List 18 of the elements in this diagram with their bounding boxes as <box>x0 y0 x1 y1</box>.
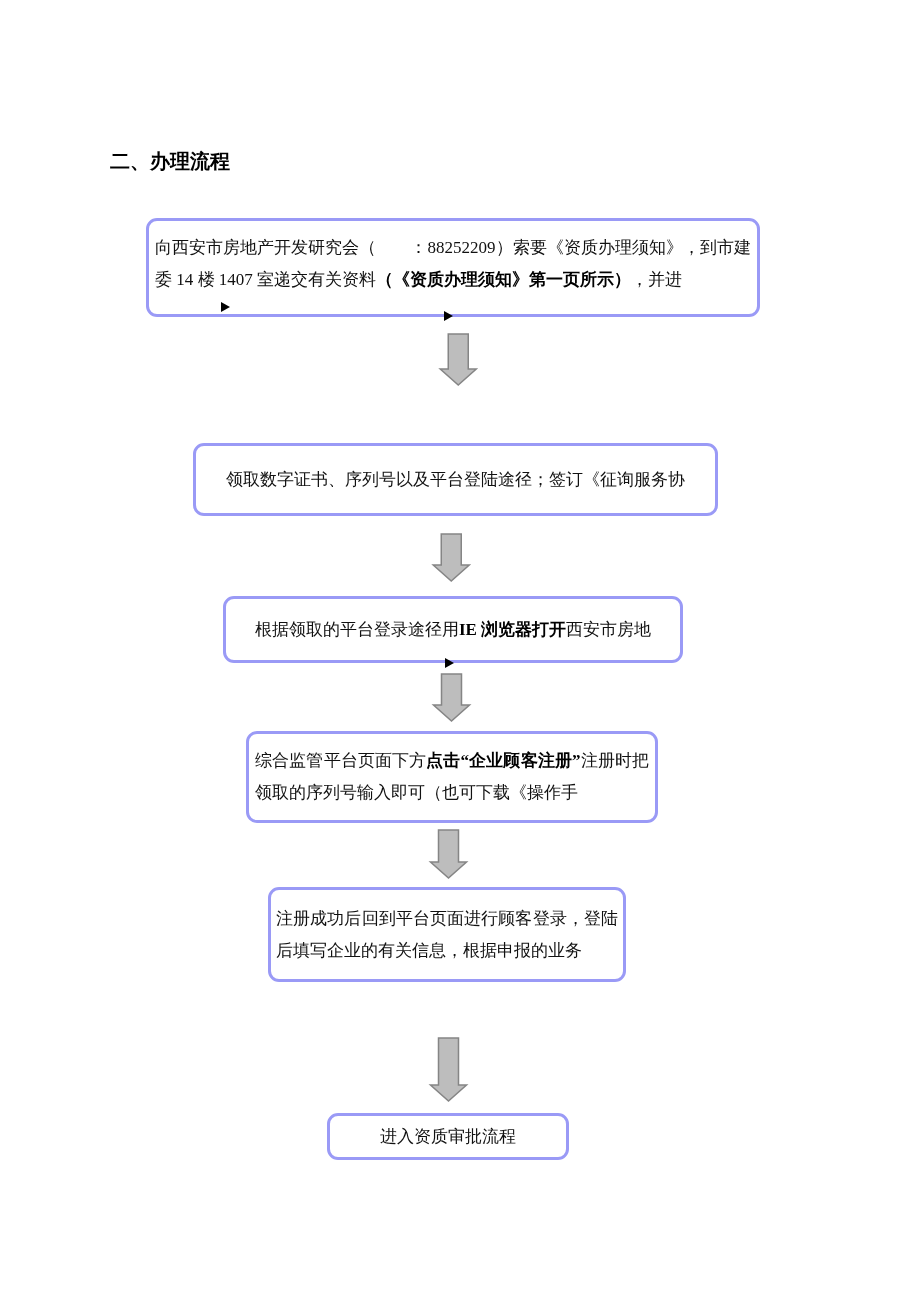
step-text: 根据领取的平台登录途径用IE 浏览器打开西安市房地 <box>253 618 653 641</box>
process-box <box>223 596 683 663</box>
step-text: 向西安市房地产开发研究会（ ：88252209）索要《资质办理须知》，到市建委 14 楼 1407 室递交有关资料（《资质办理须知》第一页所示），并进 <box>155 237 751 291</box>
block-arrow <box>431 673 472 722</box>
step-text: 综合监管平台页面下方点击“企业顾客注册”注册时把领取的序列号输入即可（也可下载《操作手 <box>255 750 649 804</box>
step-text: 进入资质审批流程 <box>379 1125 517 1148</box>
process-box <box>327 1113 569 1160</box>
step-text: 注册成功后回到平台页面进行顾客登录，登陆后填写企业的有关信息，根据申报的业务 <box>276 907 618 962</box>
block-arrow <box>431 533 472 582</box>
process-box <box>246 731 658 823</box>
process-box <box>193 443 718 516</box>
process-box <box>268 887 626 982</box>
process-box <box>146 218 760 317</box>
section-title: 二、办理流程 <box>110 149 230 174</box>
block-arrow <box>428 829 469 879</box>
step-text: 领取数字证书、序列号以及平台登陆途径；签订《征询服务协 <box>225 468 686 491</box>
block-arrow <box>428 1037 469 1102</box>
block-arrow <box>438 333 479 386</box>
